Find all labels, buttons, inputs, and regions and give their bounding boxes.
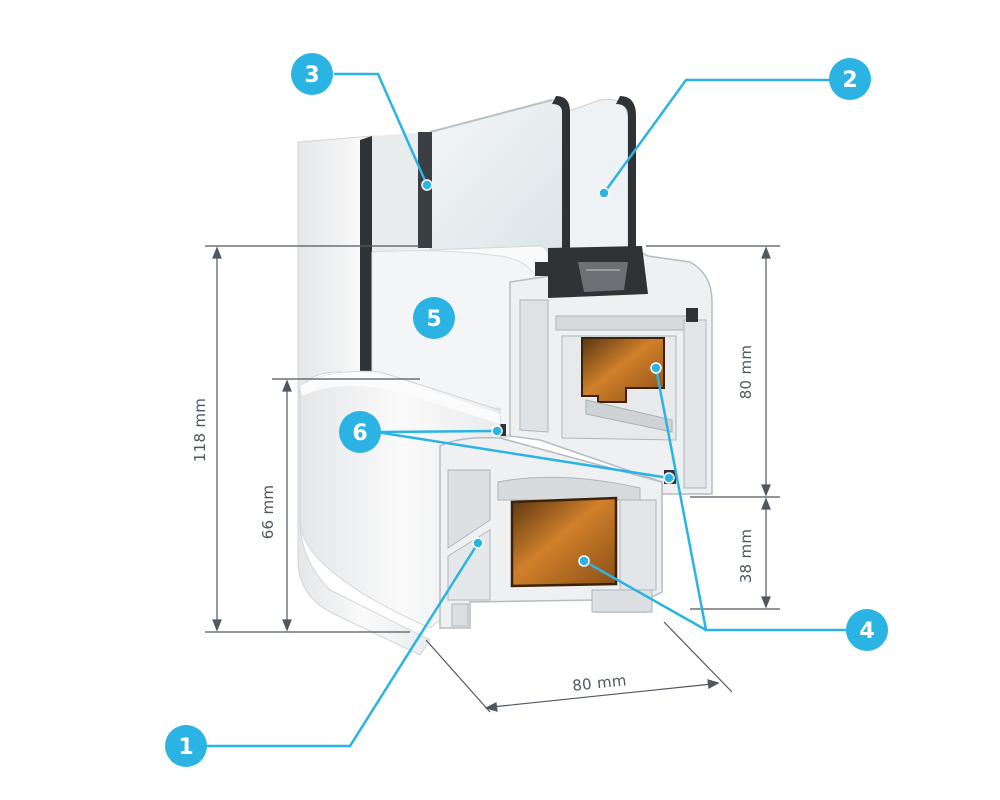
callout-badge-5: 5 (413, 297, 455, 339)
dimension-lines (205, 245, 780, 713)
callout-badge-1: 1 (165, 725, 207, 767)
svg-text:6: 6 (352, 421, 367, 446)
frame-section (439, 436, 676, 629)
glass-unit (418, 96, 636, 262)
svg-text:3: 3 (304, 63, 319, 88)
callout-leaders (205, 72, 846, 748)
vertical-gasket (360, 136, 372, 378)
leader-3 (334, 72, 429, 186)
svg-text:2: 2 (842, 68, 857, 93)
callout-badge-2: 2 (829, 58, 871, 100)
dim-label-66: 66 mm (259, 485, 277, 540)
leader-1 (205, 542, 480, 748)
dimension-labels: 118 mm 66 mm 80 mm 38 mm 80 mm (191, 345, 755, 695)
svg-text:4: 4 (859, 619, 874, 644)
frame-steel-reinforcement (510, 496, 618, 588)
dim-label-80-depth: 80 mm (571, 671, 627, 695)
dim-label-118: 118 mm (191, 398, 209, 462)
leader-6a (375, 429, 498, 434)
leader-2 (602, 78, 830, 194)
callout-dots (421, 179, 675, 567)
leader-4b (583, 559, 707, 632)
dim-label-38: 38 mm (737, 529, 755, 584)
sash-section (494, 246, 713, 495)
callout-badge-4: 4 (846, 609, 888, 651)
callout-badges: 1 2 3 4 5 6 (165, 53, 888, 767)
dim-line-80-depth (491, 683, 713, 708)
dim-label-80-vertical: 80 mm (737, 345, 755, 400)
callout-badge-6: 6 (339, 411, 381, 453)
svg-text:5: 5 (426, 307, 441, 332)
profile-illustration (297, 96, 713, 656)
sash-steel-reinforcement (581, 337, 665, 403)
leader-6b (375, 430, 670, 480)
callout-badge-3: 3 (291, 53, 333, 95)
frame-vertical-leg (297, 135, 431, 656)
svg-text:1: 1 (178, 735, 193, 760)
